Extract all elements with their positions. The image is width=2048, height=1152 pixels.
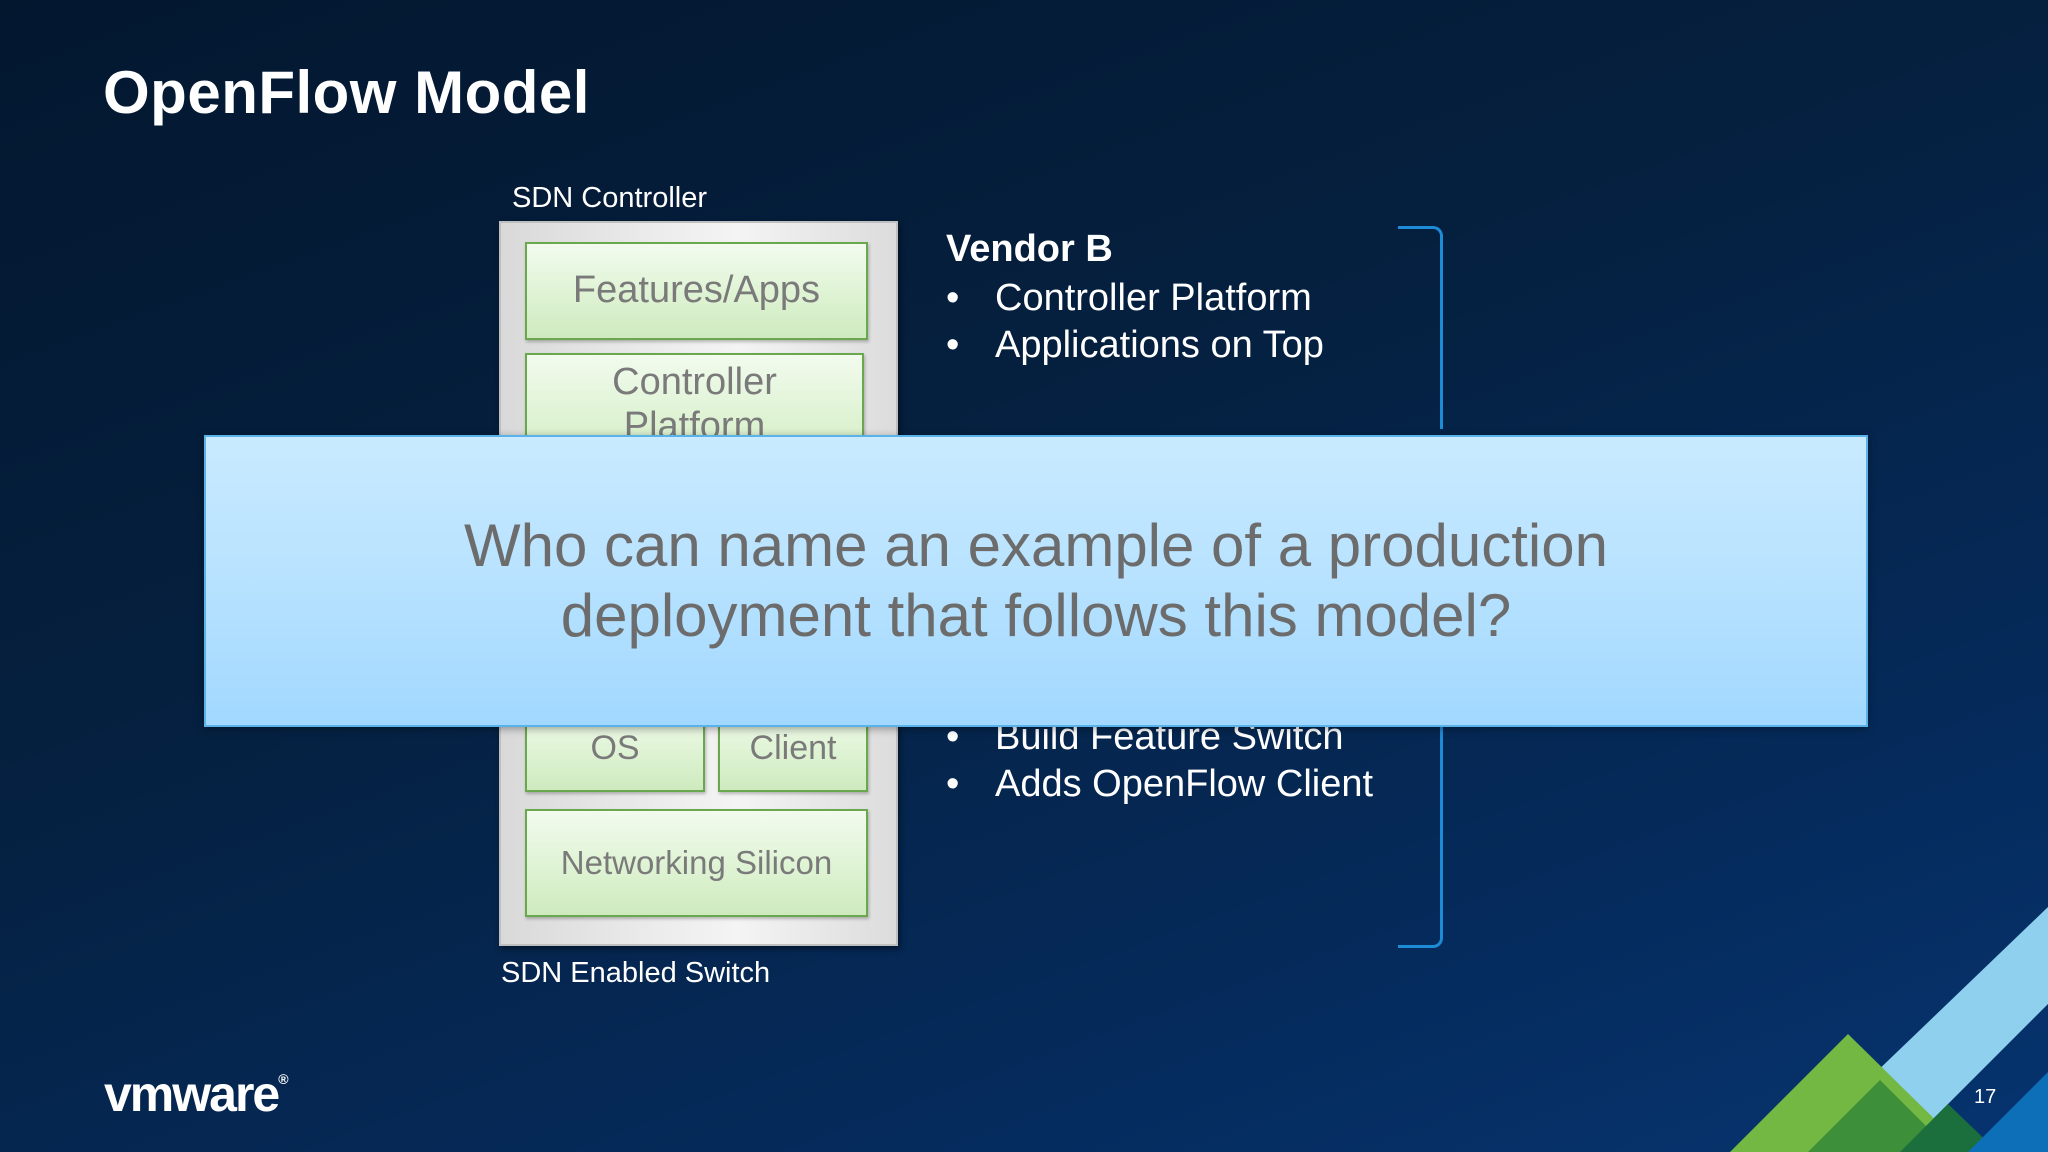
switch-caption: SDN Enabled Switch [501,957,771,989]
vendor-a-bullet-text: Adds OpenFlow Client [995,763,1374,805]
vmware-logo: vmware® [104,1066,289,1122]
slide-title: OpenFlow Model [103,59,590,126]
vendor-b-bullet: • Applications on Top [946,322,1324,369]
bullet-icon: • [946,324,960,366]
vendor-b-title: Vendor B [946,228,1113,270]
networking-silicon-box: Networking Silicon [525,809,868,917]
features-apps-box: Features/Apps [525,242,868,340]
page-number: 17 [1974,1086,1997,1108]
vendor-a-bullet: • Adds OpenFlow Client [946,761,1373,808]
bullet-icon: • [946,763,960,805]
controller-caption: SDN Controller [512,182,707,214]
vendor-b-block: Vendor B • Controller Platform • Applica… [946,228,1324,369]
question-text: Who can name an example of a production … [463,512,1608,649]
vendor-b-bullet-text: Applications on Top [995,324,1324,366]
vendor-a-block: • Build Feature Switch • Adds OpenFlow C… [946,714,1373,808]
question-overlay: Who can name an example of a production … [204,435,1868,727]
vendor-b-bullet: • Controller Platform [946,275,1324,322]
vendor-b-bullet-text: Controller Platform [995,277,1312,319]
bracket-bottom [1398,727,1443,948]
bullet-icon: • [946,277,960,319]
bracket-top [1398,226,1443,429]
